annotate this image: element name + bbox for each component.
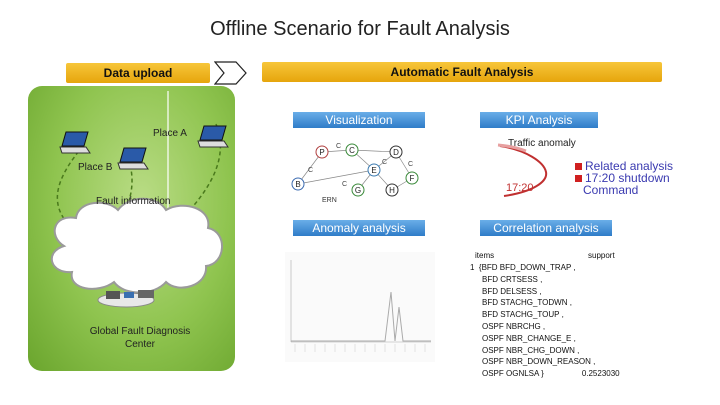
correlation-row: BFD CRTSESS , [470, 274, 650, 286]
correlation-row: OSPF NBR_DOWN_REASON , [470, 356, 650, 368]
correlation-row-text: OSPF NBRCHG , [482, 321, 546, 331]
command-label: Command [583, 183, 639, 197]
traffic-anomaly-curve [497, 143, 548, 197]
correlation-row-text: OSPF NBR_CHG_DOWN , [482, 345, 580, 355]
arrow-chevron-icon [214, 61, 247, 85]
correlation-row-text: OSPF NBR_DOWN_REASON , [482, 357, 596, 367]
laptop-icon [197, 125, 229, 148]
graph-node [345, 143, 359, 157]
graph-edge-label: C [342, 181, 347, 188]
server-block-1 [106, 291, 120, 299]
graph-node-label: E [371, 166, 376, 175]
graph-node-label: G [355, 186, 361, 195]
kpi-analysis-box: KPI Analysis [480, 112, 598, 128]
diagnosis-center-line1: Global Fault Diagnosis [89, 326, 191, 337]
correlation-row: OSPF NBRCHG , [470, 321, 650, 333]
correlation-row-text: BFD DELSESS , [482, 286, 542, 296]
correlation-row-text: BFD STACHG_TOUP , [482, 310, 564, 320]
fault-information-label: Fault information [96, 196, 171, 207]
data-upload-bar: Data upload [66, 63, 210, 83]
correlation-row-text: OSPF NBR_CHANGE_E , [482, 333, 576, 343]
graph-node [385, 183, 399, 197]
traffic-anomaly-label: Traffic anomaly [508, 138, 576, 149]
anomaly-chart [285, 252, 435, 362]
diagnosis-center-line2: Center [124, 339, 155, 350]
correlation-row: BFD DELSESS , [470, 286, 650, 298]
bullet-icon [575, 163, 582, 170]
correlation-row: BFD STACHG_TODWN , [470, 297, 650, 309]
graph-node-label: D [393, 148, 399, 157]
correlation-row-text: BFD STACHG_TODWN , [482, 298, 572, 308]
graph-node-label: F [410, 174, 415, 183]
place-a-label: Place A [153, 128, 187, 139]
correlation-row: BFD STACHG_TOUP , [470, 309, 650, 321]
laptop-icon [117, 147, 149, 170]
server-block-3 [138, 290, 154, 298]
support-value: 0.2523030 [581, 369, 620, 379]
anomaly-time-label: 17:20 [506, 182, 534, 194]
graph-node [291, 177, 305, 191]
graph-node-label: P [319, 148, 324, 157]
graph-node [389, 145, 403, 159]
place-b-label: Place B [78, 162, 113, 173]
correlation-row: OSPF OGNLSA } 0.2523030 [470, 368, 650, 380]
graph-node-label: C [349, 146, 355, 155]
graph-node [405, 171, 419, 185]
laptop-icon [59, 131, 91, 154]
diagnosis-center-label: Global Fault Diagnosis Center [80, 325, 200, 351]
related-analysis-block: Related analysis 17:20 shutdown Command [575, 160, 673, 196]
related-analysis-label: Related analysis [585, 159, 674, 173]
visualization-box: Visualization [293, 112, 425, 128]
graph-edge-label: C [408, 161, 413, 168]
link-place-b-left [56, 145, 84, 225]
graph-edge-label: C [382, 159, 387, 166]
correlation-row: 1 {BFD BFD_DOWN_TRAP , [470, 262, 650, 274]
automatic-fault-analysis-bar: Automatic Fault Analysis [262, 62, 662, 82]
anomaly-analysis-box: Anomaly analysis [293, 220, 425, 236]
bullet-icon [575, 175, 582, 182]
correlation-table: items support 1 {BFD BFD_DOWN_TRAP , BFD … [470, 250, 650, 380]
network-connections [50, 91, 223, 308]
correlation-row-text: 1 {BFD BFD_DOWN_TRAP , [470, 263, 576, 272]
page-title: Offline Scenario for Fault Analysis [210, 18, 510, 40]
shutdown-label: 17:20 shutdown [585, 171, 670, 185]
correlation-row-text: OSPF OGNLSA } [482, 369, 544, 379]
graph-node [315, 145, 329, 159]
graph-edge-label: C [336, 143, 341, 150]
correlation-row-text: BFD CRTSESS , [482, 274, 543, 284]
correlation-row: OSPF NBR_CHG_DOWN , [470, 345, 650, 357]
cloud-shape [50, 197, 223, 294]
graph-node [351, 183, 365, 197]
correlation-row: OSPF NBR_CHANGE_E , [470, 333, 650, 345]
server-block-2 [124, 292, 134, 298]
graph-footer: ERN [322, 197, 337, 204]
graph-node-label: B [295, 180, 300, 189]
correlation-analysis-box: Correlation analysis [480, 220, 612, 236]
graph-node-label: H [389, 186, 395, 195]
support-header: support [588, 251, 615, 260]
items-header: items [475, 251, 495, 260]
graph-node [367, 163, 381, 177]
graph-edge-label: C [308, 167, 313, 174]
